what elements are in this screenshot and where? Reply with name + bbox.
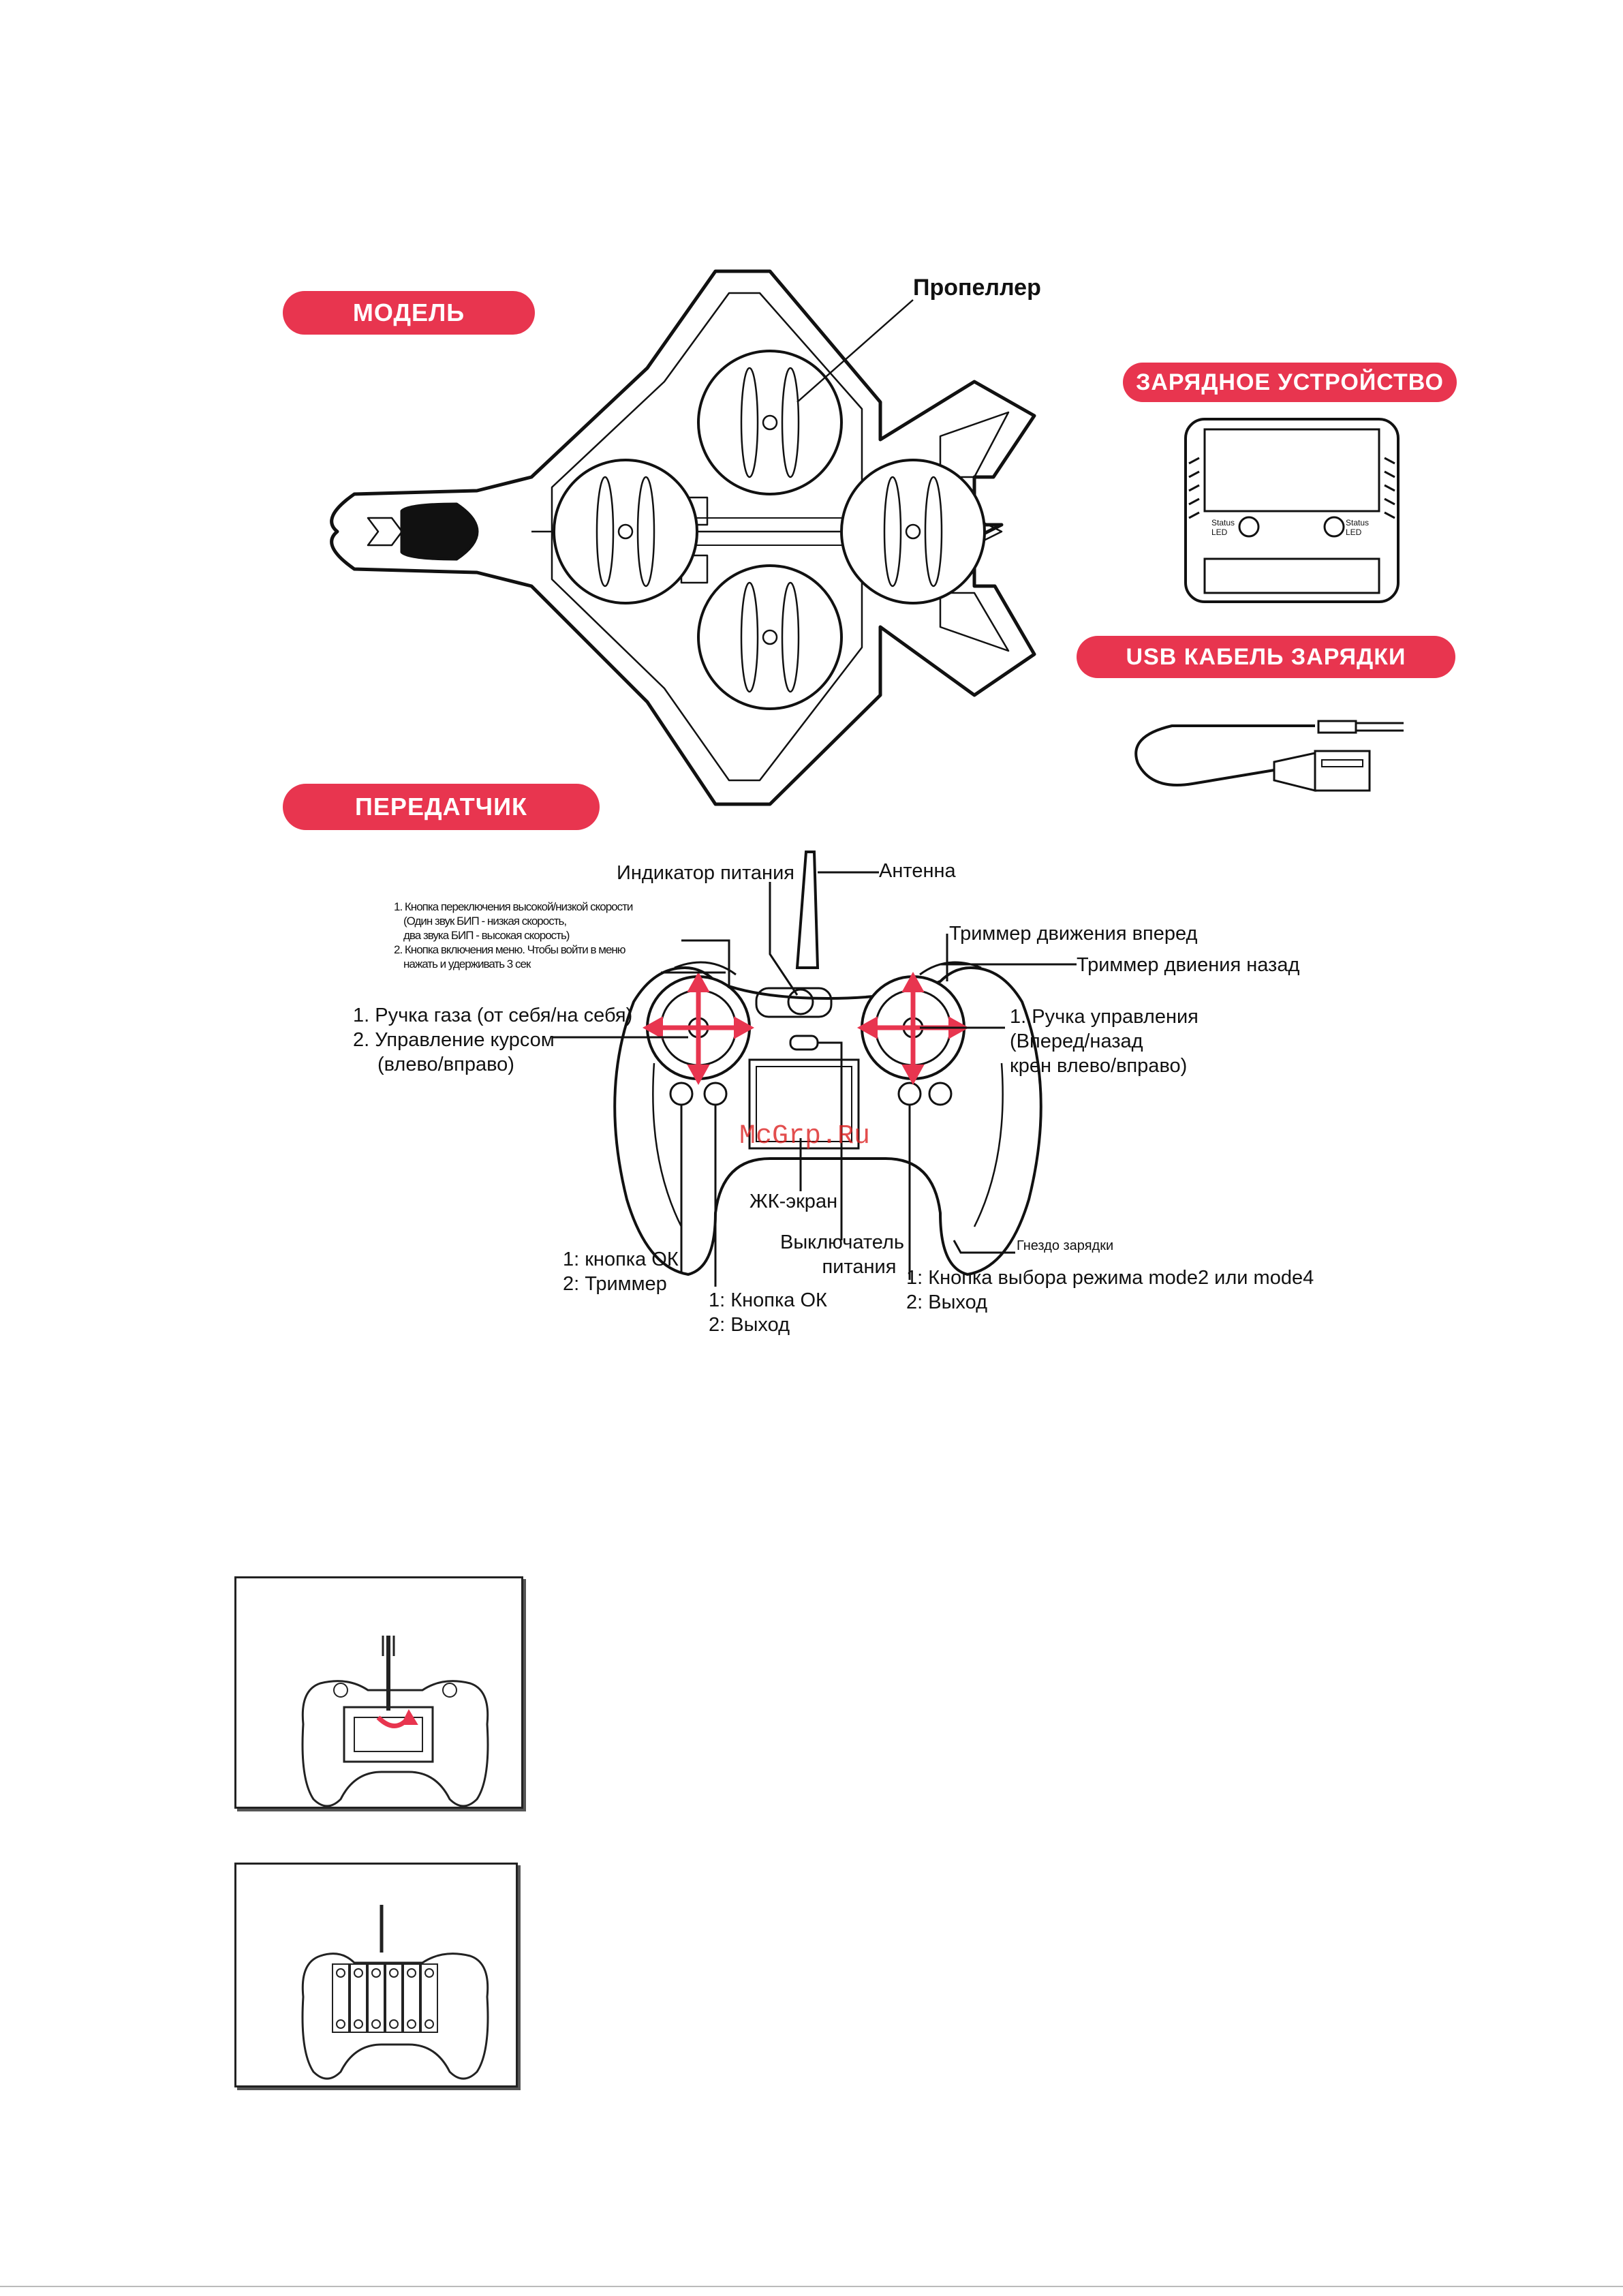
power-switch-line-1: Выключатель (780, 1231, 904, 1253)
speed-note-line-3: два звука БИП - высокая скорость) (403, 929, 570, 942)
section-usb-cable-badge: USB КАБЕЛЬ ЗАРЯДКИ (1077, 636, 1455, 678)
speed-note-line-2: (Один звук БИП - низкая скорость, (403, 915, 567, 928)
mode-button-label: 1: Кнопка выбора режима mode2 или mode4 … (906, 1266, 1314, 1315)
leader-lines (552, 871, 1077, 1287)
power-switch-line-2: питания (822, 1256, 897, 1278)
left-button-a-label: 1: кнопка ОК 2: Триммер (563, 1247, 679, 1296)
throttle-line-3: (влево/вправо) (377, 1054, 514, 1075)
control-stick-line-2: (Вперед/назад (1010, 1030, 1143, 1052)
left-button-a-line-2: 2: Триммер (563, 1273, 667, 1295)
left-button-b-label: 1: Кнопка ОК 2: Выход (709, 1288, 827, 1337)
lcd-label: ЖК-экран (749, 1191, 838, 1212)
watermark: McGrp.Ru (739, 1121, 871, 1152)
power-indicator-label: Индикатор питания (617, 862, 794, 884)
throttle-line-1: 1. Ручка газа (от себя/на себя) (353, 1005, 633, 1026)
battery-compartment-illustration (301, 1905, 489, 2080)
backward-trim-label: Триммер двиения назад (1077, 954, 1300, 976)
battery-insert-step-frame (234, 1863, 518, 2087)
battery-cover-step-frame (234, 1576, 523, 1809)
stick-direction-arrows (642, 971, 970, 1086)
airplane-illustration (330, 269, 1036, 806)
forward-trim-label: Триммер движения вперед (949, 923, 1198, 945)
mode-button-line-2: 2: Выход (906, 1291, 988, 1313)
left-button-a-line-1: 1: кнопка ОК (563, 1249, 679, 1270)
speed-note-line-4: 2. Кнопка включения меню. Чтобы войти в … (394, 943, 626, 956)
charger-illustration (1184, 418, 1400, 603)
charge-socket-label: Гнездо зарядки (1017, 1238, 1114, 1253)
control-stick-line-3: крен влево/вправо) (1010, 1055, 1188, 1077)
control-stick-line-1: 1. Ручка управления (1010, 1006, 1199, 1028)
transmitter-illustration (613, 851, 1042, 1276)
usb-cable-illustration (1134, 720, 1404, 792)
section-charger-badge: ЗАРЯДНОЕ УСТРОЙСТВО (1123, 363, 1457, 402)
left-button-b-line-1: 1: Кнопка ОК (709, 1289, 827, 1311)
propeller-label: Пропеллер (913, 275, 1041, 301)
left-button-b-line-2: 2: Выход (709, 1314, 790, 1336)
battery-cover-illustration (301, 1636, 489, 1807)
mode-button-line-1: 1: Кнопка выбора режима mode2 или mode4 (906, 1267, 1314, 1289)
throttle-line-2: 2. Управление курсом (353, 1029, 555, 1051)
antenna-label: Антенна (879, 860, 956, 882)
throttle-label: 1. Ручка газа (от себя/на себя) 2. Управ… (353, 1003, 632, 1077)
power-switch-label: Выключатель питания (780, 1230, 904, 1279)
control-stick-label: 1. Ручка управления (Вперед/назад крен в… (1010, 1005, 1199, 1078)
section-model-badge: МОДЕЛЬ (283, 291, 535, 335)
section-transmitter-badge: ПЕРЕДАТЧИК (283, 784, 600, 830)
speed-note-line-5: нажать и удерживать 3 сек (403, 958, 531, 970)
speed-menu-note: 1. Кнопка переключения высокой/низкой ск… (394, 900, 633, 971)
speed-note-line-1: 1. Кнопка переключения высокой/низкой ск… (394, 900, 633, 913)
